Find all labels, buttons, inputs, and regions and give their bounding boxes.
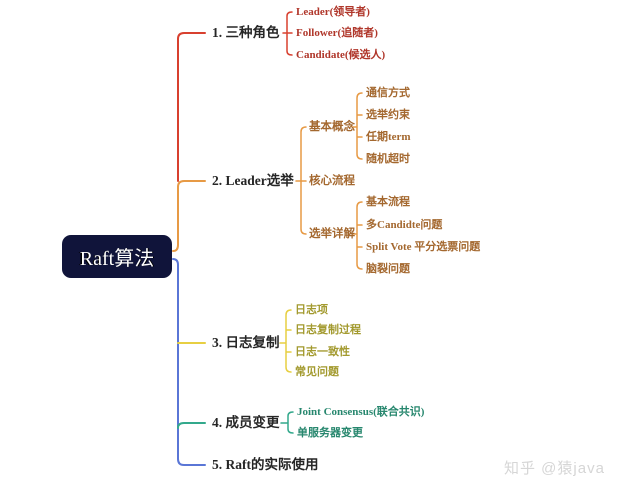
node-candidate: Candidate(候选人) <box>296 49 386 61</box>
branch-roles-label: 1. 三种角色 <box>212 25 280 40</box>
node-basic-flow: 基本流程 <box>366 196 410 208</box>
node-leader: Leader(领导者) <box>296 6 370 18</box>
connector-election-detail-bracket <box>351 201 363 270</box>
node-election-constraint: 选举约束 <box>366 109 410 121</box>
node-core-flow: 核心流程 <box>309 175 355 187</box>
node-basic-concepts: 基本概念 <box>309 121 355 133</box>
node-single-server-change: 单服务器变更 <box>297 427 363 439</box>
root-node-raft: Raft算法 <box>62 235 172 278</box>
node-joint-consensus: Joint Consensus(联合共识) <box>297 406 425 418</box>
connector-branch4-bracket <box>280 411 294 434</box>
branch-membership-change-label: 4. 成员变更 <box>212 415 280 430</box>
node-log-entry: 日志项 <box>295 304 328 316</box>
node-multi-candidate-issue: 多Candidte问题 <box>366 219 443 231</box>
node-split-vote-issue: Split Vote 平分选票问题 <box>366 241 481 253</box>
zhihu-watermark: 知乎 @猿java <box>504 460 605 477</box>
branch-practical-use-label: 5. Raft的实际使用 <box>212 457 319 472</box>
node-split-brain-issue: 脑裂问题 <box>366 263 410 275</box>
node-log-consistency: 日志一致性 <box>295 346 350 358</box>
node-random-timeout: 随机超时 <box>366 153 410 165</box>
branch-log-replication-label: 3. 日志复制 <box>212 335 280 350</box>
connector-branch1-bracket <box>282 11 293 56</box>
connector-branch3-bracket <box>279 309 292 373</box>
connector-branch2-trunk <box>172 180 206 252</box>
connector-basic-concepts-bracket <box>351 92 363 160</box>
branch-leader-election-label: 2. Leader选举 <box>212 173 294 188</box>
node-log-replication-process: 日志复制过程 <box>295 324 361 336</box>
connector-branch5-trunk <box>172 258 206 466</box>
node-term: 任期term <box>366 131 411 143</box>
connector-branch4-trunk <box>177 422 206 429</box>
connector-branch1-trunk <box>177 32 206 182</box>
node-follower: Follower(追随者) <box>296 27 378 39</box>
node-election-detail: 选举详解 <box>309 228 355 240</box>
connector-branch2-bracket <box>295 126 307 235</box>
node-common-issues: 常见问题 <box>295 366 339 378</box>
node-communication-mode: 通信方式 <box>366 87 410 99</box>
